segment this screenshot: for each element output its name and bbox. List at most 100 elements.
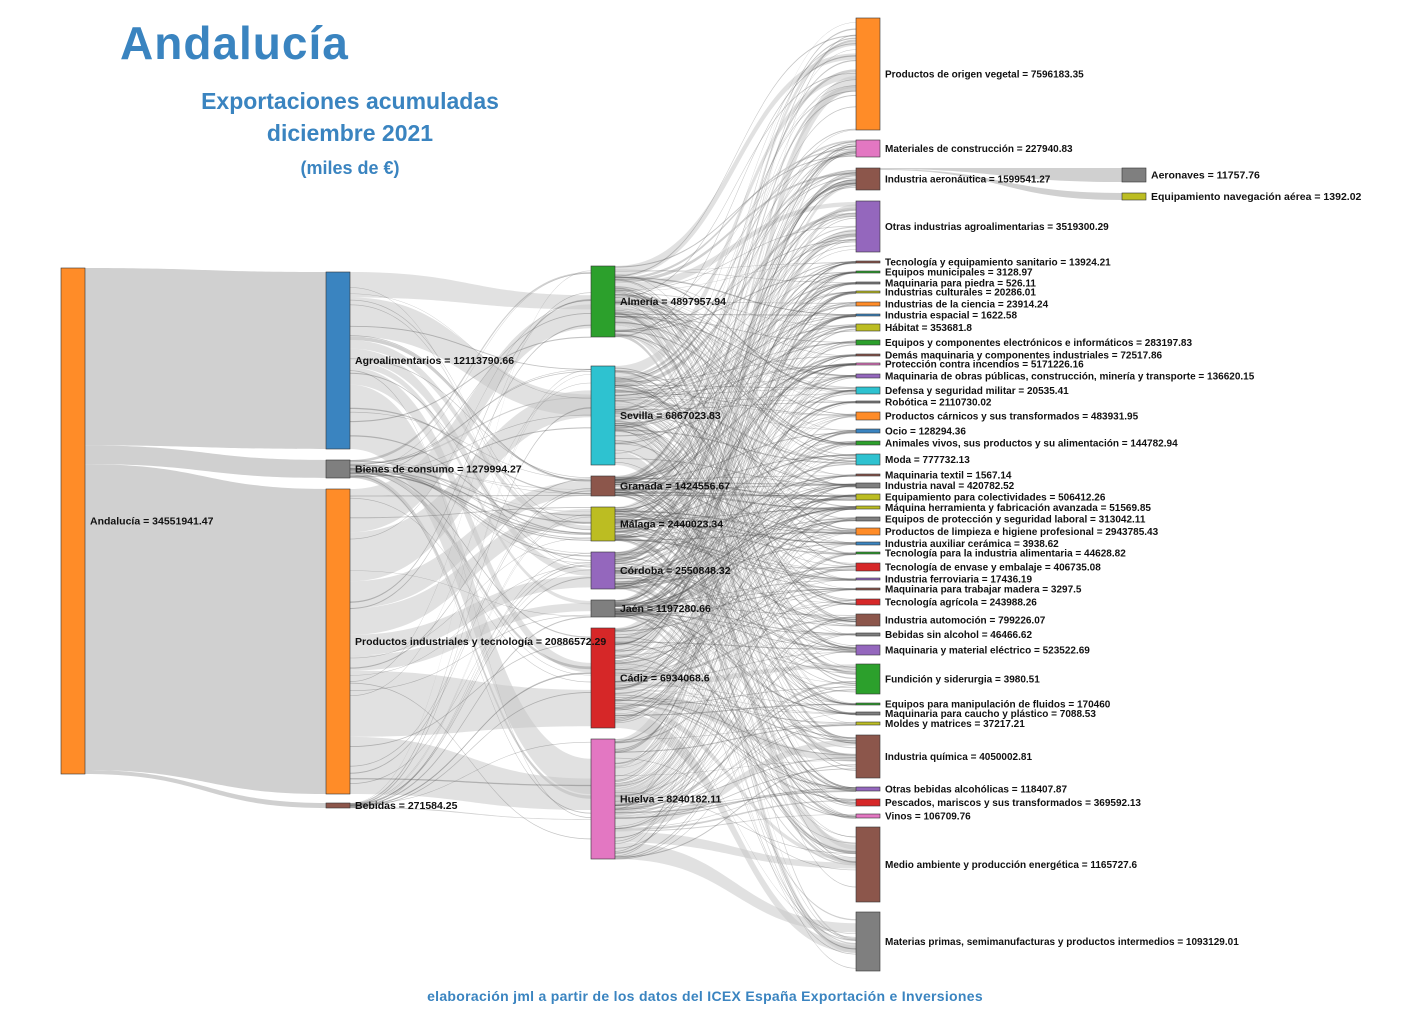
strand — [615, 271, 856, 613]
strand — [615, 292, 856, 722]
node-consumo — [325, 459, 351, 479]
strand — [615, 612, 856, 671]
strand — [350, 369, 591, 468]
strand — [350, 460, 591, 534]
strand — [615, 364, 856, 536]
flow — [615, 404, 856, 545]
flow — [615, 651, 856, 683]
flow — [615, 474, 856, 798]
flow — [350, 272, 591, 310]
strand — [615, 374, 856, 570]
node-s36 — [855, 644, 881, 656]
node-label-industriales: Productos industriales y tecnología = 20… — [355, 636, 606, 648]
node-s45 — [855, 826, 881, 903]
strand — [615, 685, 856, 860]
strand — [350, 461, 591, 495]
node-label-s17: Robótica = 2110730.02 — [885, 398, 992, 409]
flow — [615, 169, 856, 518]
flow — [615, 416, 856, 667]
strand — [615, 612, 856, 704]
strand — [615, 527, 856, 789]
strand — [615, 239, 856, 331]
strand — [615, 292, 856, 689]
strand — [615, 282, 856, 530]
flow — [615, 612, 856, 866]
links-layer — [85, 22, 1122, 969]
strand — [350, 552, 591, 809]
strand — [615, 417, 856, 609]
strand — [615, 508, 856, 839]
strand — [350, 407, 591, 806]
strand — [615, 286, 856, 555]
strand — [615, 287, 856, 716]
strand — [615, 475, 856, 575]
strand — [615, 517, 856, 606]
strand — [615, 271, 856, 720]
flow — [615, 406, 856, 590]
strand — [615, 589, 856, 652]
strand — [615, 291, 856, 445]
flow — [615, 150, 856, 768]
strand — [615, 516, 856, 581]
strand — [615, 495, 856, 616]
flow — [615, 529, 856, 673]
strand — [615, 506, 856, 743]
node-label-s26: Equipos de protección y seguridad labora… — [885, 515, 1146, 526]
strand — [615, 283, 856, 806]
strand — [615, 424, 856, 789]
strand — [615, 563, 856, 652]
strand — [615, 386, 856, 605]
strand — [350, 325, 591, 370]
flow — [615, 294, 856, 377]
flow — [615, 175, 856, 605]
strand — [615, 393, 856, 408]
strand — [615, 289, 856, 652]
node-label-s22: Maquinaria textil = 1567.14 — [885, 471, 1012, 482]
strand — [615, 492, 856, 686]
flow — [615, 565, 856, 807]
flow — [615, 484, 856, 800]
flow — [615, 618, 856, 681]
flow — [615, 496, 856, 672]
strand — [615, 689, 856, 811]
node-label-s8: Industrias culturales = 20286.01 — [885, 288, 1036, 299]
flow — [615, 141, 856, 517]
node-label-s23: Industria naval = 420782.52 — [885, 481, 1015, 492]
flow — [615, 580, 856, 855]
strand — [615, 182, 856, 683]
flow — [350, 466, 591, 564]
node-label-bebidas: Bebidas = 271584.25 — [355, 800, 458, 812]
strand — [615, 506, 856, 606]
strand — [615, 490, 856, 510]
strand — [615, 315, 856, 588]
strand — [615, 326, 856, 615]
strand — [615, 530, 856, 714]
strand — [615, 155, 856, 332]
node-s10 — [855, 313, 881, 317]
strand — [350, 358, 591, 479]
node-label-s44: Vinos = 106709.76 — [885, 812, 971, 823]
flow — [615, 295, 856, 403]
flow — [615, 527, 856, 623]
flow — [615, 376, 856, 664]
flow — [615, 519, 856, 802]
strand — [615, 568, 856, 955]
strand — [615, 401, 856, 683]
flow — [615, 409, 856, 652]
flow — [615, 552, 856, 805]
node-s30 — [855, 562, 881, 572]
strand — [615, 507, 856, 614]
strand — [615, 249, 856, 539]
strand — [350, 490, 591, 774]
link-andalucia-bebidas — [85, 770, 326, 808]
node-label-s34: Industria automoción = 799226.07 — [885, 616, 1046, 627]
flow — [615, 300, 856, 487]
strand — [615, 506, 856, 616]
flow — [615, 202, 856, 292]
flow — [615, 415, 856, 762]
flow — [615, 575, 856, 756]
strand — [615, 363, 856, 702]
strand — [615, 520, 856, 544]
strand — [615, 523, 856, 705]
strand — [615, 300, 856, 888]
